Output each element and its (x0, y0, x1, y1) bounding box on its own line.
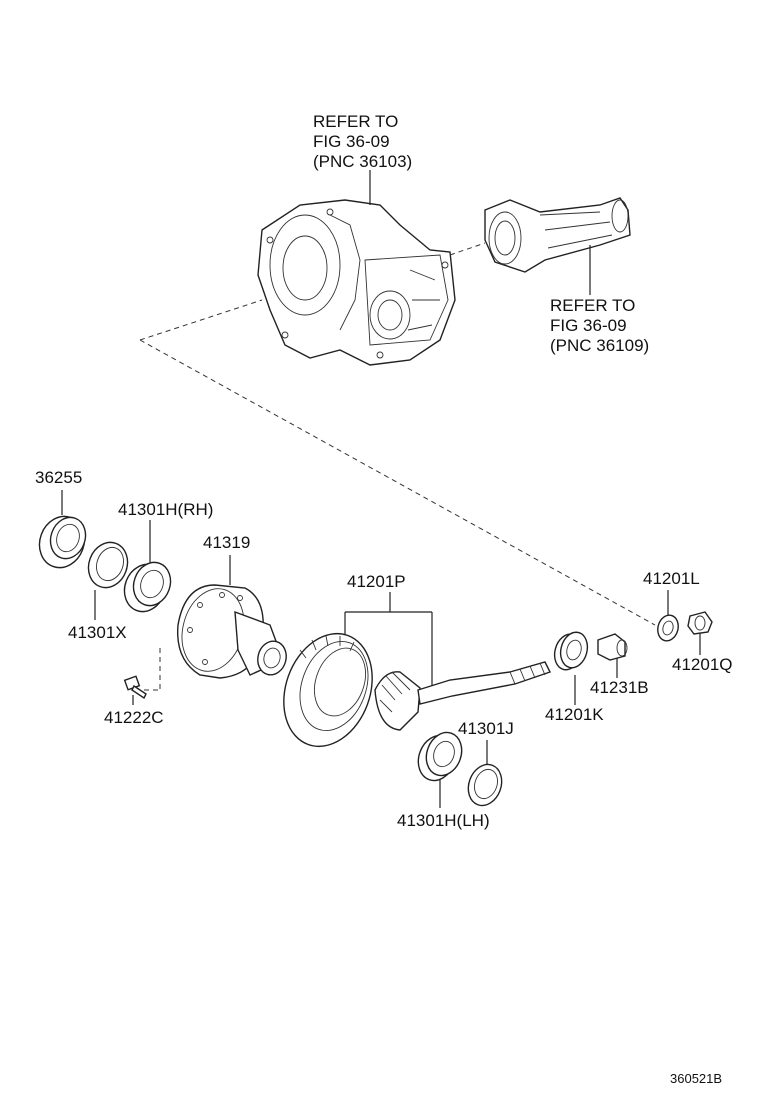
label-41301x: 41301X (68, 623, 127, 642)
label-41201k: 41201K (545, 705, 604, 724)
nut-41201q (687, 611, 713, 635)
shim-41301x (87, 541, 129, 589)
label-41222c: 41222C (104, 708, 164, 727)
label-41231b: 41231B (590, 678, 649, 697)
washer-41201l (657, 614, 679, 642)
label-41301h-rh: 41301H(RH) (118, 500, 213, 519)
refer-ext-line-3: (PNC 36109) (550, 336, 649, 355)
label-41201p: 41201P (347, 572, 406, 591)
label-41201l: 41201L (643, 569, 700, 588)
label-41301h-lh: 41301H(LH) (397, 811, 490, 830)
refer-ext-line-1: REFER TO (550, 296, 635, 315)
extension-housing (484, 197, 631, 273)
diagram-code: 360521B (670, 1071, 722, 1086)
refer-case-line-2: FIG 36-09 (313, 132, 390, 151)
spacer-41231b (597, 633, 628, 661)
bearing-41301h-rh (123, 561, 172, 613)
callout-labels: REFER TO FIG 36-09 (PNC 36103) REFER TO … (35, 112, 733, 1086)
label-36255: 36255 (35, 468, 82, 487)
leader-lines (61, 170, 701, 808)
ring-gear-pinion-41201p (283, 632, 551, 748)
refer-case-line-3: (PNC 36103) (313, 152, 412, 171)
refer-case-line-1: REFER TO (313, 112, 398, 131)
refer-ext-line-2: FIG 36-09 (550, 316, 627, 335)
oil-seal-36255 (38, 515, 87, 569)
label-41201q: 41201Q (672, 655, 733, 674)
transfer-case-housing (257, 199, 456, 366)
shim-41301j (467, 763, 503, 807)
bolt-41222c (123, 675, 147, 700)
bearing-41201k (553, 631, 589, 671)
flange-41319 (176, 584, 287, 679)
bearing-41301h-lh (417, 731, 463, 782)
label-41319: 41319 (203, 533, 250, 552)
label-41301j: 41301J (458, 719, 514, 738)
